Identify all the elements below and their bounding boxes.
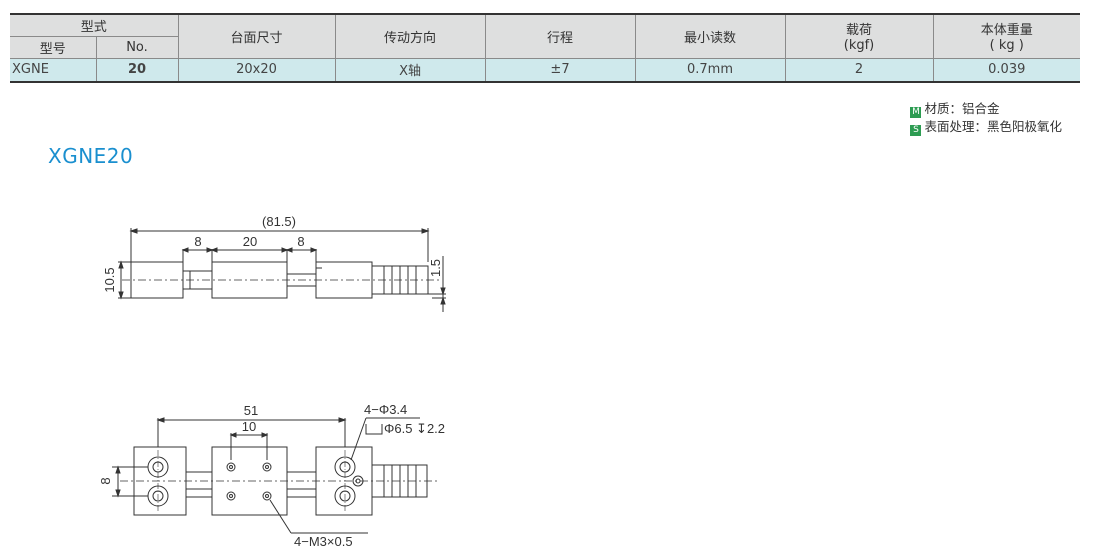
hole-note-1: 4−Φ3.4 bbox=[364, 402, 407, 417]
cell-load: 2 bbox=[784, 57, 934, 83]
header-weight: 本体重量 ( kg ) bbox=[932, 12, 1081, 59]
dim-mid-label: 20 bbox=[243, 234, 257, 249]
cell-table-size: 20x20 bbox=[177, 57, 336, 83]
cell-direction: X轴 bbox=[334, 57, 486, 83]
header-min-reading: 最小读数 bbox=[634, 12, 786, 59]
dim-height-label: 10.5 bbox=[102, 267, 117, 292]
dim-51-label: 51 bbox=[244, 403, 258, 418]
surface-tag-icon: S bbox=[910, 125, 922, 136]
header-weight-unit: ( kg ) bbox=[989, 38, 1024, 54]
product-title: XGNE20 bbox=[48, 144, 134, 168]
material-tag-icon: M bbox=[910, 107, 922, 118]
cell-min-reading: 0.7mm bbox=[634, 57, 786, 83]
cell-stroke: ±7 bbox=[484, 57, 636, 83]
thread-note: 4−M3×0.5 bbox=[294, 534, 353, 549]
table-row: XGNE 20 20x20 X轴 ±7 0.7mm 2 0.039 bbox=[10, 57, 1081, 83]
dim-small-label: 1.5 bbox=[428, 259, 443, 277]
header-direction: 传动方向 bbox=[334, 12, 486, 59]
header-stroke: 行程 bbox=[484, 12, 636, 59]
header-table-size: 台面尺寸 bbox=[177, 12, 336, 59]
spec-table: 型式 台面尺寸 传动方向 行程 最小读数 载荷 (kgf) 本体重量 ( kg … bbox=[10, 12, 1081, 83]
surface-text: 表面处理：黑色阳极氧化 bbox=[924, 119, 1062, 134]
header-model: 型号 bbox=[10, 35, 96, 59]
header-load: 载荷 (kgf) bbox=[784, 12, 934, 59]
cell-no: 20 bbox=[95, 57, 179, 83]
header-type-group: 型式 bbox=[10, 12, 179, 37]
header-no: No. bbox=[95, 35, 179, 59]
dim-left-label: 8 bbox=[194, 234, 201, 249]
top-view bbox=[112, 417, 440, 534]
dim-8-label: 8 bbox=[98, 477, 113, 484]
header-weight-label: 本体重量 bbox=[980, 23, 1033, 39]
dim-right-label: 8 bbox=[297, 234, 304, 249]
side-view bbox=[118, 228, 446, 312]
header-load-unit: (kgf) bbox=[843, 38, 875, 54]
material-text: 材质：铝合金 bbox=[924, 101, 1000, 116]
hole-note-2: Φ6.5 ↧2.2 bbox=[384, 421, 445, 436]
dim-overall-label: (81.5) bbox=[262, 214, 296, 229]
cell-model: XGNE bbox=[10, 57, 96, 83]
header-load-label: 载荷 bbox=[846, 23, 873, 39]
cell-weight: 0.039 bbox=[932, 57, 1081, 83]
dim-10-label: 10 bbox=[242, 419, 256, 434]
